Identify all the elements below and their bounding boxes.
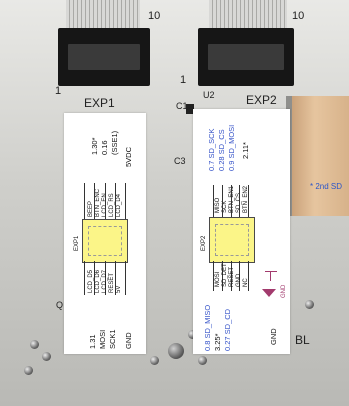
exp2-pin-name: SD_DET [222,263,228,287]
exp1-connector-symbol [82,219,128,263]
mounting-hole [30,340,39,349]
exp2-connector [198,28,294,86]
exp2-connector-symbol [209,217,255,263]
sd-card-slot [286,96,349,216]
exp1-part-label: EXP1 [74,235,80,251]
smd-chip [186,104,194,114]
exp1-silkscreen-label: EXP1 [84,96,115,110]
mounting-hole [24,366,33,375]
exp2-pin-name: MOSI [215,271,221,287]
exp1-bottom-label: SCK1 [108,329,117,349]
exp2-top-label: 0.28 SD_CS [217,129,226,171]
c3-label: C3 [174,156,186,166]
exp2-part-label: EXP2 [201,235,207,251]
exp2-pin-lines-bottom [213,261,249,291]
mounting-hole [150,356,159,365]
exp2-schematic-card: 0.7 SD_SCK 0.28 SD_CS 0.9 SD_MOSI 2.11* … [193,109,290,354]
sd-card-text: * 2nd SD [310,182,343,191]
exp2-bottom-label: 0.8 SD_MISO [203,304,212,351]
exp2-bottom-label: GND [269,328,278,345]
exp1-pin-name: RESET [109,272,115,293]
exp1-bottom-label: 1.31 [88,334,97,349]
exp1-pin-name: LCD_D6 [95,269,101,293]
exp2-pin-name: RESET [229,266,235,287]
exp1-top-label: 0.16 [100,140,109,155]
exp2-top-label: 2.11* [241,142,250,159]
exp1-pin-one-label: 1 [55,85,62,97]
exp1-bottom-label: MOSI [98,329,107,349]
exp2-pin-name: NC [243,278,249,287]
exp2-silkscreen-label: EXP2 [246,93,277,107]
exp1-top-label: (SSE1) [110,130,119,155]
exp1-connector [58,28,150,86]
exp1-pin-ten-label: 10 [148,10,161,22]
exp1-bottom-label: GND [124,332,133,349]
ground-wire [265,271,277,291]
exp2-top-label: 0.9 SD_MOSI [227,124,236,171]
bl-label: BL [295,333,310,347]
exp2-pin-ten-label: 10 [292,10,305,22]
ground-symbol [262,289,276,297]
exp1-schematic-card: 1.30* 0.16 (SSE1) 5VDC BEEP BTN_ENC LCD_… [64,113,146,354]
u2-label: U2 [203,90,215,100]
mounting-hole [305,300,314,309]
exp2-top-label: 0.7 SD_SCK [207,128,216,171]
ground-label: GND [281,284,287,298]
c1-label: C1 [176,101,188,111]
exp2-bottom-label: 0.27 SD_CD [223,308,232,351]
exp1-pin-name: LCD_D7 [102,269,108,293]
exp1-top-label: 5VDC [124,146,133,167]
exp2-pin-one-label: 1 [180,74,187,86]
exp1-pin-name: LCD_D5 [88,269,94,293]
q-label: Q [56,300,64,310]
exp2-pin-lines-top [213,185,249,217]
board-screw [168,343,184,359]
mounting-hole [42,352,51,361]
mounting-hole [188,330,197,339]
exp1-top-label: 1.30* [90,137,99,155]
exp1-pin-lines-bottom [84,261,126,295]
exp2-pin-name: GND [236,273,242,287]
exp1-pin-lines-top [84,183,126,219]
exp1-pin-name: 5V [116,285,122,293]
exp2-bottom-label: 3.25* [213,333,222,351]
mounting-hole [198,356,207,365]
